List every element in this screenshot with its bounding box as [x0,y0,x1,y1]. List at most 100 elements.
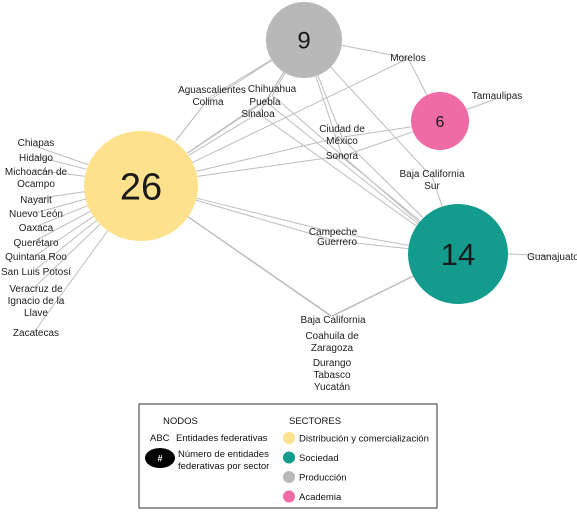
legend-swatch-distribucion [283,432,295,444]
legend-sector-list: Distribución y comercializaciónSociedadP… [283,432,429,503]
state-label-line: Coahuila de [305,331,359,342]
edge-puebla-distribucion [187,101,265,154]
state-label-aguascalientes: Aguascalientes [178,85,246,96]
edge-cdmx-produccion [317,75,343,138]
state-label-quintanaroo: Quintana Roo [5,252,67,263]
edge-sonora-produccion [315,75,343,157]
state-label-nayarit: Nayarit [20,195,52,206]
state-label-slp: San Luis Potosí [1,267,71,278]
legend-hash-label-line-2: federativas por sector [178,461,269,472]
state-label-morelos: Morelos [390,53,426,64]
state-label-line: Tamaulipas [472,91,523,102]
edge-nuevoleon-distribucion [34,198,87,214]
state-label-line: Chihuahua [248,84,297,95]
state-label-hidalgo: Hidalgo [19,153,53,164]
edge-morelos-academia [407,57,428,96]
state-label-line: Ignacio de la [8,296,65,307]
state-label-line: Tabasco [313,370,351,381]
legend-abc-label: Entidades federativas [176,433,268,444]
state-label-durango: Durango [313,358,352,369]
edge-sinaloa-sociedad [258,113,418,227]
legend-hash-mark [145,448,175,468]
state-label-puebla: Puebla [249,97,281,108]
state-label-yucatan: Yucatán [314,382,350,393]
state-label-tabasco: Tabasco [313,370,351,381]
hub-produccion [266,2,342,78]
edge-sinaloa-produccion [257,72,285,115]
state-label-line: Zacatecas [13,328,59,339]
hub-distribucion [84,131,198,241]
state-label-line: Sonora [326,151,359,162]
state-label-line: Llave [24,308,48,319]
edge-yucatan-distribucion [187,216,332,317]
edge-sonora-academia [343,131,413,157]
edge-cdmx-academia [343,126,412,138]
legend-hash-symbol: # [157,454,162,464]
state-label-line: Morelos [390,53,426,64]
state-label-sonora: Sonora [326,151,359,162]
state-label-chiapas: Chiapas [18,138,55,149]
edge-michoacan-distribucion [34,169,85,177]
state-label-guerrero: Guerrero [317,237,357,248]
edge-campeche-sociedad [332,231,409,246]
state-label-line: Chiapas [18,138,55,149]
state-label-line: Campeche [309,227,358,238]
state-label-line: Zaragoza [311,343,354,354]
edge-quintanaroo-distribucion [34,215,95,257]
state-label-line: Sinaloa [241,109,275,120]
state-label-line: Nuevo León [9,209,63,220]
edge-bcs-produccion [329,66,432,177]
legend: NODOS SECTORES ABC Entidades federativas… [138,403,438,509]
legend-swatch-sociedad [283,451,295,464]
state-label-line: México [326,136,358,147]
edge-colima-produccion [207,59,273,102]
edge-veracruz-distribucion [34,223,101,288]
legend-label-sociedad: Sociedad [299,453,339,464]
edge-chihuahua-produccion [271,72,286,97]
legend-swatch-academia [283,490,295,503]
state-label-queretaro: Querétaro [13,238,58,249]
state-label-line: Oaxaca [19,223,54,234]
legend-abc-symbol: ABC [150,433,170,444]
legend-label-produccion: Producción [299,473,347,484]
edge-colima-distribucion [175,100,208,142]
legend-label-distribucion: Distribución y comercialización [299,434,429,445]
state-label-line: Nayarit [20,195,52,206]
edge-layer [34,44,552,332]
state-label-line: Guerrero [317,237,357,248]
legend-swatch-produccion [283,471,295,483]
edge-morelos-produccion [341,44,407,59]
edge-queretaro-distribucion [34,210,92,242]
edge-guanajuato-sociedad [507,253,552,257]
edge-chiapas-distribucion [34,145,89,166]
legend-label-academia: Academia [299,492,342,503]
state-label-oaxaca: Oaxaca [19,223,54,234]
edge-sonora-distribucion [197,155,341,177]
state-label-line: Puebla [249,97,281,108]
state-label-line: Michoacán de [5,167,68,178]
state-label-colima: Colima [192,97,224,108]
state-label-guanajuato: Guanajuato [527,252,577,263]
state-label-line: Baja California [300,315,365,326]
edge-hidalgo-distribucion [34,155,87,170]
edge-cdmx-sociedad [340,136,424,218]
state-label-line: Aguascalientes [178,85,246,96]
edge-cdmx-distribucion [196,136,341,172]
legend-sectores-title: SECTORES [289,416,341,427]
edge-yucatan-sociedad [331,275,414,317]
edge-nayarit-distribucion [34,191,85,200]
state-label-nuevoleon: Nuevo León [9,209,63,220]
state-label-zacatecas: Zacatecas [13,328,59,339]
hub-produccion-count: 9 [297,28,310,55]
state-label-line: Baja California [399,169,464,180]
edge-guerrero-sociedad [336,240,409,250]
edge-sinaloa-distribucion [188,113,258,156]
